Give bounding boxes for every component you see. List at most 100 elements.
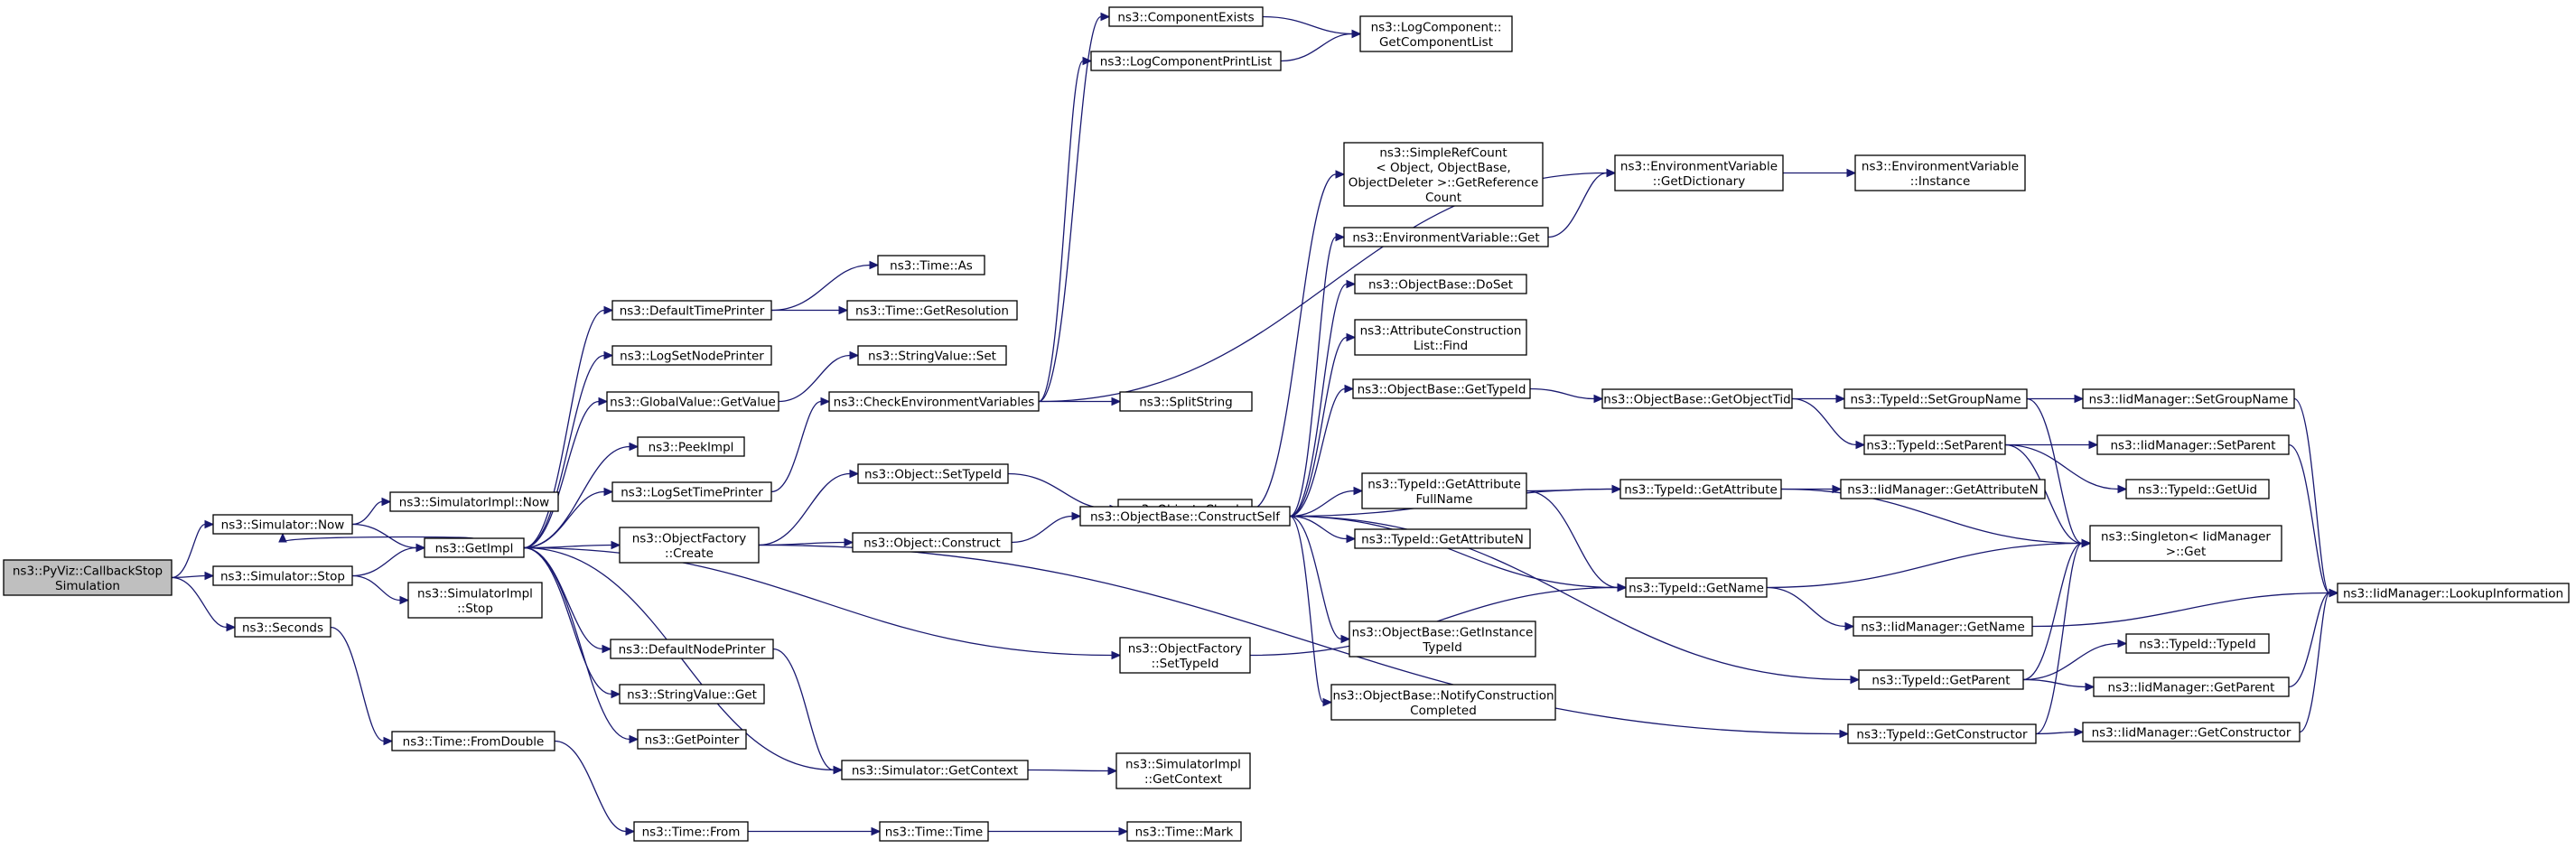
node-logsettime[interactable]: ns3::LogSetTimePrinter [611, 481, 772, 502]
edge-line [2288, 592, 2330, 688]
node-box [1090, 51, 1282, 71]
node-compexists[interactable]: ns3::ComponentExists [1108, 6, 1264, 27]
node-peekimpl[interactable]: ns3::PeekImpl [637, 436, 745, 457]
node-simimpl-stop[interactable]: ns3::SimulatorImpl::Stop [407, 582, 543, 619]
edge-line [523, 309, 605, 549]
node-typeid-getuid[interactable]: ns3::TypeId::GetUid [2125, 479, 2270, 499]
node-iidmgr-getconstructor[interactable]: ns3::IidManager::GetConstructor [2082, 722, 2301, 742]
node-globalget[interactable]: ns3::GlobalValue::GetValue [606, 391, 779, 412]
node-defnodeprinter[interactable]: ns3::DefaultNodePrinter [610, 639, 774, 659]
node-time-mark[interactable]: ns3::Time::Mark [1126, 821, 1242, 842]
node-envvar-instance[interactable]: ns3::EnvironmentVariable::Instance [1854, 154, 2026, 191]
node-typeid-typeid[interactable]: ns3::TypeId::TypeId [2125, 633, 2270, 654]
node-envvar-get[interactable]: ns3::EnvironmentVariable::Get [1343, 227, 1549, 247]
node-box [1330, 684, 1556, 721]
node-label: ns3::TypeId::GetAttributeN [1361, 533, 1524, 547]
node-time-getres[interactable]: ns3::Time::GetResolution [846, 300, 1018, 321]
node-simplerefcount[interactable]: ns3::SimpleRefCount< Object, ObjectBase,… [1343, 142, 1544, 207]
node-singleton-get[interactable]: ns3::Singleton< IidManager>::Get [2089, 525, 2282, 562]
edge-logcompprint-to-logcomp-getlist [1280, 29, 1362, 62]
node-iidmgr-setparent[interactable]: ns3::IidManager::SetParent [2096, 434, 2290, 455]
node-deftimeprinter[interactable]: ns3::DefaultTimePrinter [611, 300, 772, 321]
node-strvalue-get[interactable]: ns3::StringValue::Get [619, 684, 765, 704]
node-typeid-getattrn[interactable]: ns3::TypeId::GetAttributeN [1354, 528, 1531, 549]
node-logcompprint[interactable]: ns3::LogComponentPrintList [1090, 51, 1282, 71]
node-typeid-getattribute[interactable]: ns3::TypeId::GetAttribute [1619, 479, 1782, 499]
node-label: ns3::Time::As [890, 259, 973, 274]
node-iidmgr-getname[interactable]: ns3::IidManager::GetName [1853, 616, 2033, 637]
edge-deftimeprinter-to-time-as [770, 260, 880, 312]
node-objbase-getobjtid[interactable]: ns3::ObjectBase::GetObjectTid [1601, 388, 1793, 409]
node-logcomp-getlist[interactable]: ns3::LogComponent::GetComponentList [1359, 15, 1513, 52]
node-fromdouble[interactable]: ns3::Time::FromDouble [391, 731, 555, 751]
edge-getimpl-to-strvalue-get [523, 546, 621, 699]
node-getpointer[interactable]: ns3::GetPointer [637, 729, 747, 750]
node-box [1343, 142, 1544, 207]
node-seconds[interactable]: ns3::Seconds [234, 617, 331, 638]
edge-envvar-get-to-envvar-getdict [1547, 168, 1617, 238]
node-label: FullName [1416, 492, 1473, 507]
node-label: ns3::Object::Construct [863, 536, 1001, 551]
arrowhead [849, 469, 860, 479]
edge-line [1289, 515, 1348, 540]
edge-pyviz-to-seconds [171, 576, 237, 632]
node-objfactory-settypeid[interactable]: ns3::ObjectFactory::SetTypeId [1119, 637, 1251, 674]
arrowhead [1071, 511, 1082, 521]
node-sim-stop[interactable]: ns3::Simulator::Stop [212, 565, 353, 586]
edge-line [1289, 490, 1355, 518]
node-time-from[interactable]: ns3::Time::From [633, 821, 749, 842]
node-splitstring[interactable]: ns3::SplitString [1119, 391, 1253, 412]
edge-objbase-constructself-to-typeid-getname [1289, 515, 1628, 592]
node-label: ns3::TypeId::SetParent [1866, 439, 2002, 453]
node-objbase-doset[interactable]: ns3::ObjectBase::DoSet [1354, 274, 1527, 294]
node-objbase-constructself[interactable]: ns3::ObjectBase::ConstructSelf [1079, 506, 1291, 527]
node-box [611, 300, 772, 321]
node-logsetnode[interactable]: ns3::LogSetNodePrinter [611, 345, 772, 366]
node-checkenv[interactable]: ns3::CheckEnvironmentVariables [828, 391, 1040, 412]
edge-envvar-getdict-to-envvar-instance [1783, 168, 1857, 178]
node-box [610, 639, 774, 659]
node-label: GetComponentList [1379, 35, 1493, 50]
node-typeid-getconstructor[interactable]: ns3::TypeId::GetConstructor [1847, 723, 2037, 744]
node-iidmgr-setgroup[interactable]: ns3::IidManager::SetGroupName [2082, 388, 2295, 409]
node-box [846, 300, 1018, 321]
node-typeid-setparent[interactable]: ns3::TypeId::SetParent [1863, 434, 2006, 455]
edge-line [1038, 15, 1102, 403]
node-obj-construct[interactable]: ns3::Object::Construct [852, 532, 1013, 553]
node-label: ns3::PyViz::CallbackStop [13, 564, 163, 578]
arrowhead [1617, 583, 1628, 592]
node-typeid-setgroup[interactable]: ns3::TypeId::SetGroupName [1843, 388, 2028, 409]
node-iidmgr-getattrn[interactable]: ns3::IidManager::GetAttributeN [1840, 479, 2046, 499]
node-envvar-getdict[interactable]: ns3::EnvironmentVariable::GetDictionary [1614, 154, 1784, 191]
node-sim-now[interactable]: ns3::Simulator::Now [212, 514, 353, 535]
node-strvalue-set[interactable]: ns3::StringValue::Set [857, 345, 1007, 366]
node-obj-settypeid[interactable]: ns3::Object::SetTypeId [857, 463, 1009, 484]
node-label: ns3::TypeId::SetGroupName [1850, 393, 2021, 407]
node-getimpl[interactable]: ns3::GetImpl [424, 537, 525, 558]
edge-line [1038, 60, 1084, 403]
node-objbase-gettypeid[interactable]: ns3::ObjectBase::GetTypeId [1352, 378, 1531, 399]
node-simimpl-getcontext[interactable]: ns3::SimulatorImpl::GetContext [1115, 752, 1251, 789]
node-iidmgr-getparent[interactable]: ns3::IidManager::GetParent [2093, 676, 2290, 697]
node-objfactory-create[interactable]: ns3::ObjectFactory::Create [619, 527, 760, 564]
node-typeid-getparent[interactable]: ns3::TypeId::GetParent [1858, 669, 2024, 690]
node-label: ns3::IidManager::GetAttributeN [1847, 483, 2038, 498]
node-objbase-notify[interactable]: ns3::ObjectBase::NotifyConstructionCompl… [1330, 684, 1556, 721]
node-label: ns3::SplitString [1139, 396, 1233, 410]
node-time-as[interactable]: ns3::Time::As [877, 255, 985, 275]
arrowhead [1346, 534, 1357, 544]
node-box [424, 537, 525, 558]
node-label: ns3::SimpleRefCount [1379, 145, 1507, 160]
node-typeid-getname[interactable]: ns3::TypeId::GetName [1625, 577, 1768, 598]
node-iidmgr-lookup[interactable]: ns3::IidManager::LookupInformation [2337, 583, 2570, 603]
node-simimpl-now[interactable]: ns3::SimulatorImpl::Now [389, 491, 559, 512]
edge-line [2022, 678, 2086, 688]
node-sim-getcontext[interactable]: ns3::Simulator::GetContext [841, 760, 1029, 780]
node-box [1115, 752, 1251, 789]
arrowhead [611, 689, 621, 699]
node-time-time[interactable]: ns3::Time::Time [879, 821, 989, 842]
